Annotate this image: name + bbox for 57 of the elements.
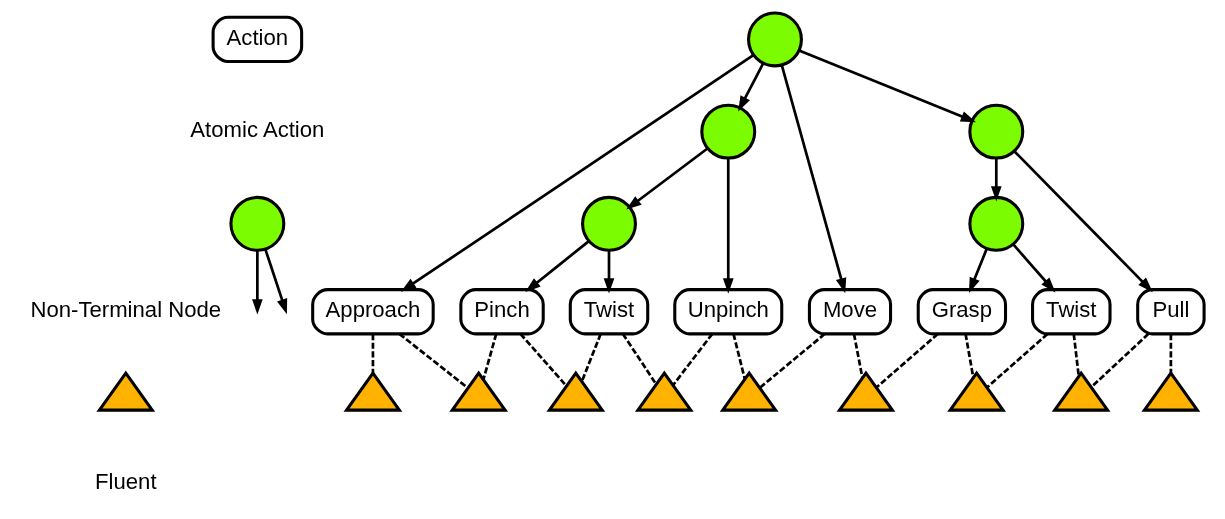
- node-box: Grasp: [916, 288, 1007, 336]
- node-box: Action: [211, 15, 303, 64]
- connector: [1071, 333, 1080, 377]
- node-triangle: [343, 370, 402, 412]
- connector: [671, 333, 713, 387]
- connector: [1169, 334, 1172, 373]
- arrow: [990, 158, 1002, 202]
- node-triangle: [1140, 370, 1200, 412]
- arrow: [737, 62, 764, 112]
- node-circle: [228, 195, 285, 252]
- node-box: Approach: [310, 288, 435, 336]
- connector: [519, 333, 567, 387]
- connector: [875, 333, 939, 389]
- node-box: Unpinch: [672, 288, 783, 336]
- connector: [580, 333, 602, 382]
- node-box: Move: [807, 288, 892, 336]
- node-triangle: [545, 370, 605, 412]
- node-circle: [699, 103, 756, 160]
- arrow: [968, 248, 988, 293]
- arrow: [779, 64, 846, 294]
- connector: [371, 334, 374, 373]
- node-label: Fluent: [94, 469, 157, 495]
- node-circle: [746, 11, 803, 68]
- node-label: Non-Terminal Node: [30, 297, 221, 323]
- arrow: [798, 49, 976, 123]
- node-circle: [967, 195, 1024, 252]
- node-box: Pinch: [458, 288, 545, 336]
- connector: [758, 333, 825, 389]
- arrow: [1011, 243, 1055, 293]
- node-triangle: [448, 370, 508, 412]
- node-box: Pull: [1135, 288, 1206, 336]
- node-triangle: [719, 370, 779, 412]
- arrow: [625, 147, 708, 210]
- node-box: Twist: [568, 288, 649, 336]
- node-box: Twist: [1030, 288, 1112, 336]
- connector: [985, 333, 1048, 389]
- node-triangle: [1051, 370, 1111, 412]
- connector: [481, 333, 497, 381]
- connector: [731, 333, 746, 380]
- node-circle: [580, 195, 637, 252]
- arrow: [603, 250, 614, 294]
- connector: [398, 333, 469, 389]
- node-triangle: [634, 370, 694, 412]
- arrow: [263, 248, 287, 315]
- arrow: [722, 158, 734, 294]
- connector: [963, 333, 975, 378]
- arrow: [1012, 150, 1153, 293]
- arrow: [400, 54, 754, 292]
- node-triangle: [836, 370, 895, 412]
- node-circle: [967, 103, 1024, 160]
- node-triangle: [95, 370, 155, 412]
- connector: [621, 333, 657, 386]
- node-label: Atomic Action: [189, 117, 324, 143]
- arrow: [251, 250, 263, 315]
- arrow: [524, 240, 590, 292]
- connector: [852, 333, 864, 379]
- node-triangle: [946, 370, 1006, 412]
